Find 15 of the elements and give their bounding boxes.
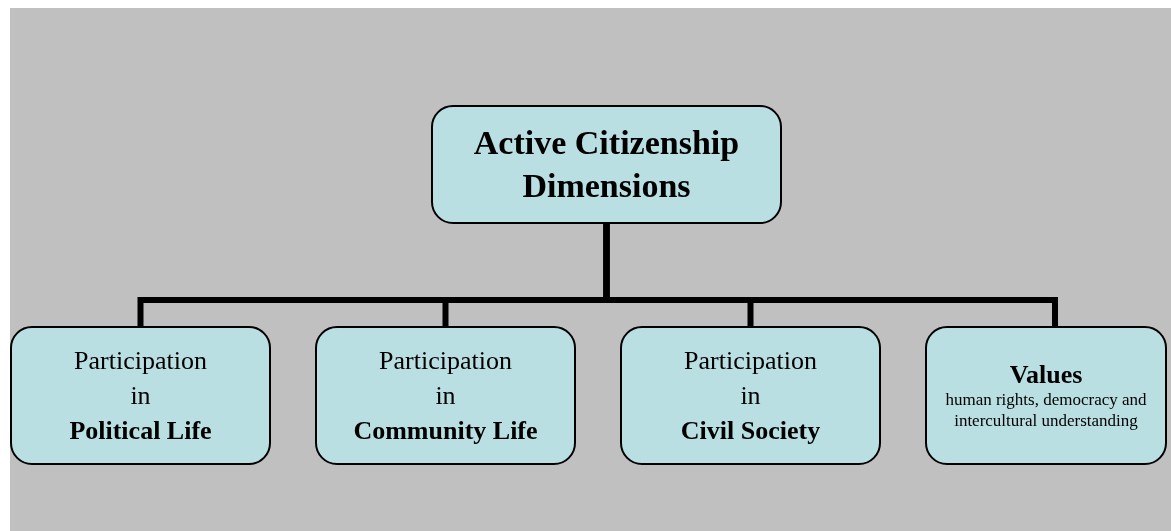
heading-text: Political Life bbox=[69, 415, 212, 448]
title-text: Active Citizenship Dimensions bbox=[472, 123, 741, 206]
heading-text: Values bbox=[1009, 360, 1083, 391]
label-text: Participation in bbox=[73, 344, 208, 412]
category-box bbox=[10, 326, 271, 465]
label-text: Participation in bbox=[683, 344, 818, 412]
category-box bbox=[620, 326, 881, 465]
label-text: Participation in bbox=[378, 344, 513, 412]
category-box bbox=[925, 326, 1167, 465]
heading-text: Civil Society bbox=[680, 415, 821, 448]
heading-text: Community Life bbox=[353, 415, 538, 448]
category-box bbox=[315, 326, 576, 465]
connector-line bbox=[603, 224, 1058, 326]
description-text: human rights, democracy and intercultural understanding bbox=[944, 390, 1148, 431]
root-box bbox=[431, 105, 782, 224]
